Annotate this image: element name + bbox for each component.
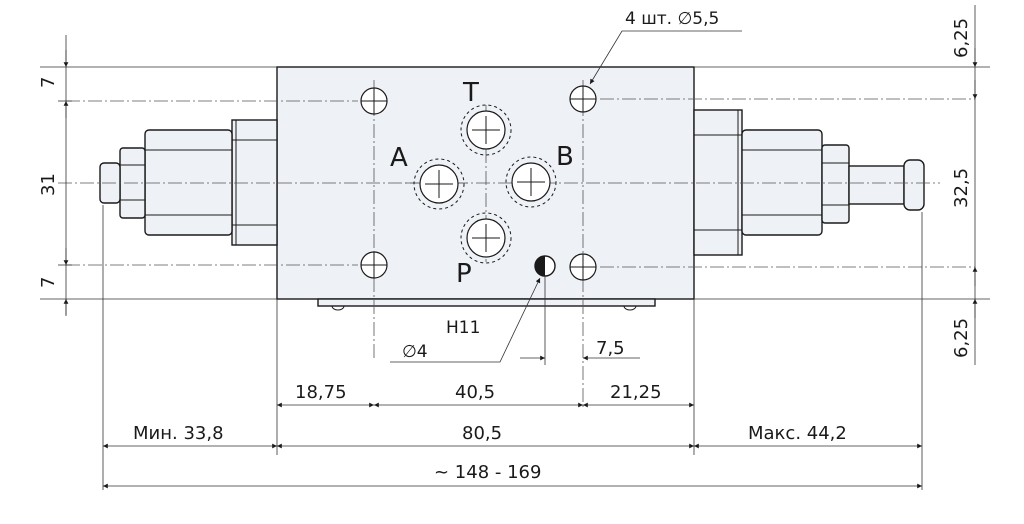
flange-bolt-left <box>331 305 345 311</box>
bottom-flange <box>317 298 656 307</box>
pin-dia-note: ∅4 <box>402 342 428 362</box>
dim-seg-left: 18,75 <box>295 382 347 403</box>
dim-overall: ~ 148 - 169 <box>434 462 541 483</box>
left-cartridge <box>99 119 278 246</box>
port-t-label: T <box>462 78 479 108</box>
dim-seg-mid: 40,5 <box>455 382 495 403</box>
dim-right-mid: 32,5 <box>951 168 972 208</box>
port-holes <box>413 104 557 264</box>
dim-max-right: Макс. 44,2 <box>748 423 847 444</box>
locating-pin <box>534 255 556 277</box>
flange-bolt-right <box>623 305 637 311</box>
dim-body-width: 80,5 <box>462 423 502 444</box>
dim-top-offset: 6,25 <box>951 18 972 58</box>
dim-min-left: Мин. 33,8 <box>133 423 224 444</box>
dim-left-top: 7 <box>38 77 59 88</box>
port-p-label: P <box>456 259 472 289</box>
dim-left-mid: 31 <box>38 173 59 196</box>
port-a-label: A <box>390 143 408 173</box>
pin-fit-note: H11 <box>446 318 480 338</box>
dim-left-bottom: 7 <box>38 277 59 288</box>
port-b-label: B <box>556 142 574 172</box>
holes-note: 4 шт. ∅5,5 <box>625 9 719 29</box>
dim-seg-right: 21,25 <box>610 382 662 403</box>
right-cartridge <box>693 109 925 256</box>
mounting-holes <box>360 85 597 281</box>
dim-bottom-offset: 6,25 <box>951 318 972 358</box>
dim-pin-offset: 7,5 <box>596 338 625 359</box>
